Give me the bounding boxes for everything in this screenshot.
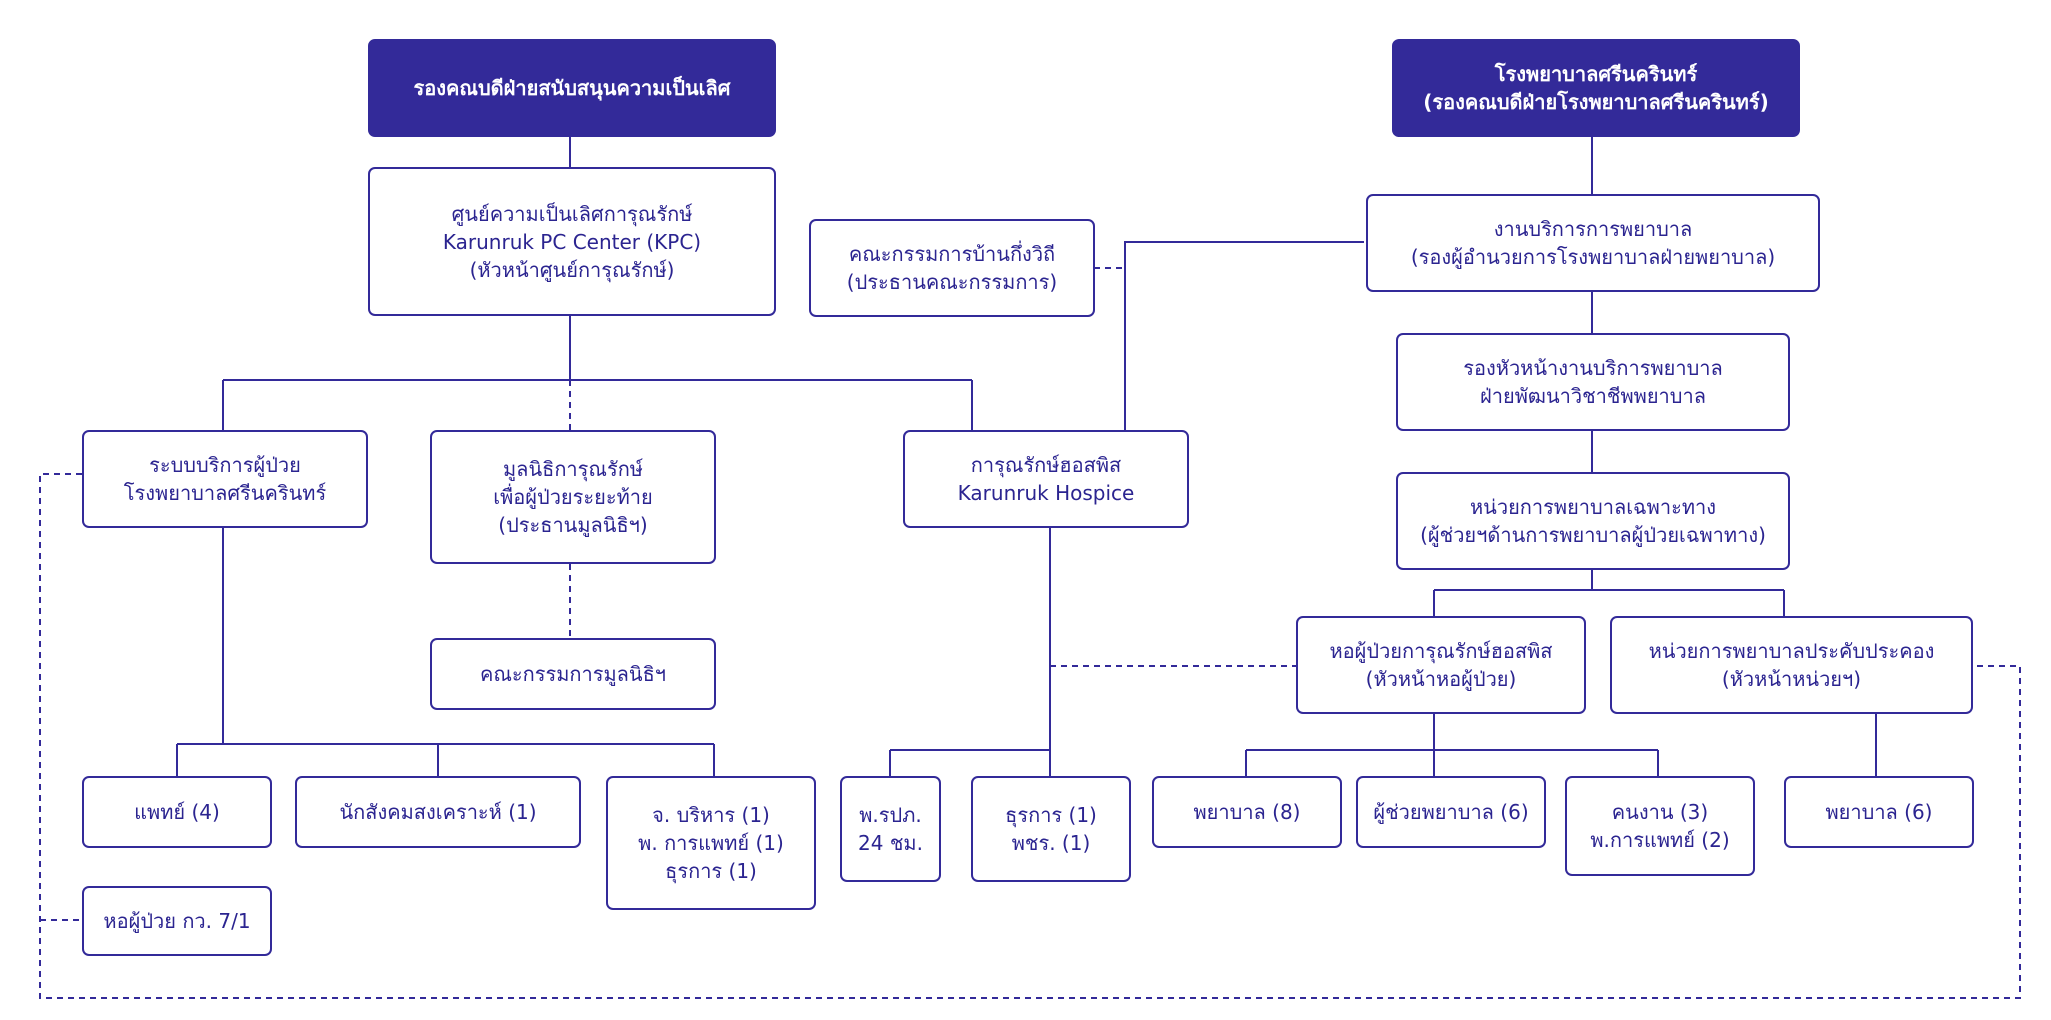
foundation-committee-node: คณะกรรมการมูลนิธิฯ: [430, 638, 716, 710]
node-line: พ.รปภ.: [859, 803, 922, 827]
node-line: ระบบบริการผู้ป่วย: [149, 453, 301, 477]
node-line: (หัวหน้าหอผู้ป่วย): [1365, 667, 1517, 691]
solid-connectors: [176, 136, 1877, 776]
nurses-8-node: พยาบาล (8): [1152, 776, 1342, 848]
node-line: จ. บริหาร (1): [652, 803, 770, 827]
foundation-node: มูลนิธิการุณรักษ์เพื่อผู้ป่วยระยะท้าย (ปร…: [430, 430, 716, 564]
social-workers-node: นักสังคมสงเคราะห์ (1): [295, 776, 581, 848]
node-line: คนงาน (3): [1611, 800, 1709, 824]
nurse-assistants-node: ผู้ช่วยพยาบาล (6): [1356, 776, 1546, 848]
node-line: การุณรักษ์ฮอสพิส: [970, 453, 1122, 477]
node-line: รองหัวหน้างานบริการพยาบาล: [1463, 356, 1723, 380]
nurse-24h-node: พ.รปภ. 24 ชม.: [840, 776, 941, 882]
node-line: (รองคณบดีฝ่ายโรงพยาบาลศรีนครินทร์): [1423, 90, 1769, 114]
node-line: ฝ่ายพัฒนาวิชาชีพพยาบาล: [1480, 384, 1706, 408]
node-line: 24 ชม.: [858, 831, 923, 855]
node-line: ผู้ช่วยพยาบาล (6): [1373, 800, 1529, 824]
vp-excellence-node: รองคณบดีฝ่ายสนับสนุนความเป็นเลิศ: [368, 39, 776, 137]
nurses-6-node: พยาบาล (6): [1784, 776, 1974, 848]
node-line: (ประธานคณะกรรมการ): [846, 270, 1058, 294]
node-line: พ. การแพทย์ (1): [638, 831, 784, 855]
node-line: มูลนิธิการุณรักษ์: [503, 457, 643, 481]
node-line: โรงพยาบาลศรีนครินทร์: [1494, 62, 1698, 86]
node-line: (หัวหน้าหน่วยฯ): [1721, 667, 1862, 691]
node-line: พยาบาล (6): [1825, 800, 1933, 824]
workers-node: คนงาน (3) พ.การแพทย์ (2): [1565, 776, 1755, 876]
deputy-nursing-node: รองหัวหน้างานบริการพยาบาลฝ่ายพัฒนาวิชาชี…: [1396, 333, 1790, 431]
node-line: พชร. (1): [1011, 831, 1091, 855]
node-line: งานบริการการพยาบาล: [1493, 217, 1693, 241]
admin-staff-node: จ. บริหาร (1) พ. การแพทย์ (1) ธุรการ (1): [606, 776, 816, 910]
node-line: คณะกรรมการมูลนิธิฯ: [479, 662, 667, 686]
node-line: หน่วยการพยาบาลเฉพาะทาง: [1470, 495, 1716, 519]
hospital-node: โรงพยาบาลศรีนครินทร์ (รองคณบดีฝ่ายโรงพยาบ…: [1392, 39, 1800, 137]
node-line: โรงพยาบาลศรีนครินทร์: [123, 481, 327, 505]
nursing-service-node: งานบริการการพยาบาล (รองผู้อำนวยการโรงพยาบ…: [1366, 194, 1820, 292]
dashed-connectors: [39, 267, 2021, 999]
node-line: พยาบาล (8): [1193, 800, 1301, 824]
ward-71-node: หอผู้ป่วย กว. 7/1: [82, 886, 272, 956]
node-line: หอผู้ป่วยการุณรักษ์ฮอสพิส: [1329, 639, 1553, 663]
node-line: เพื่อผู้ป่วยระยะท้าย: [493, 485, 653, 509]
node-line: (ประธานมูลนิธิฯ): [498, 513, 648, 537]
clerical-node: ธุรการ (1) พชร. (1): [971, 776, 1131, 882]
node-line: Karunruk PC Center (KPC): [442, 229, 702, 254]
node-line: พ.การแพทย์ (2): [1590, 828, 1730, 852]
node-line: Karunruk Hospice: [957, 481, 1135, 505]
node-line: (ผู้ช่วยฯด้านการพยาบาลผู้ป่วยเฉพาทาง): [1420, 523, 1766, 547]
node-line: รองคณบดีฝ่ายสนับสนุนความเป็นเลิศ: [413, 76, 731, 100]
hospice-node: การุณรักษ์ฮอสพิส Karunruk Hospice: [903, 430, 1189, 528]
specialty-unit-node: หน่วยการพยาบาลเฉพาะทาง (ผู้ช่วยฯด้านการพย…: [1396, 472, 1790, 570]
node-line: หอผู้ป่วย กว. 7/1: [103, 909, 251, 933]
palliative-unit-node: หน่วยการพยาบาลประคับประคอง (หัวหน้าหน่วยฯ…: [1610, 616, 1973, 714]
node-line: ธุรการ (1): [1005, 803, 1097, 827]
node-line: หน่วยการพยาบาลประคับประคอง: [1648, 639, 1935, 663]
node-line: แพทย์ (4): [134, 800, 220, 824]
node-line: นักสังคมสงเคราะห์ (1): [339, 800, 537, 824]
patient-service-node: ระบบบริการผู้ป่วยโรงพยาบาลศรีนครินทร์: [82, 430, 368, 528]
halfway-committee-node: คณะกรรมการบ้านกึ่งวิถี (ประธานคณะกรรมการ): [809, 219, 1095, 317]
hospice-ward-node: หอผู้ป่วยการุณรักษ์ฮอสพิส (หัวหน้าหอผู้ป่…: [1296, 616, 1586, 714]
node-line: คณะกรรมการบ้านกึ่งวิถี: [848, 242, 1056, 266]
doctors-node: แพทย์ (4): [82, 776, 272, 848]
node-line: (หัวหน้าศูนย์การุณรักษ์): [469, 257, 675, 282]
kpc-center-node: ศูนย์ความเป็นเลิศการุณรักษ์ Karunruk PC C…: [368, 167, 776, 316]
node-line: (รองผู้อำนวยการโรงพยาบาลฝ่ายพยาบาล): [1410, 245, 1776, 269]
node-line: ศูนย์ความเป็นเลิศการุณรักษ์: [451, 201, 693, 226]
node-line: ธุรการ (1): [665, 859, 757, 883]
